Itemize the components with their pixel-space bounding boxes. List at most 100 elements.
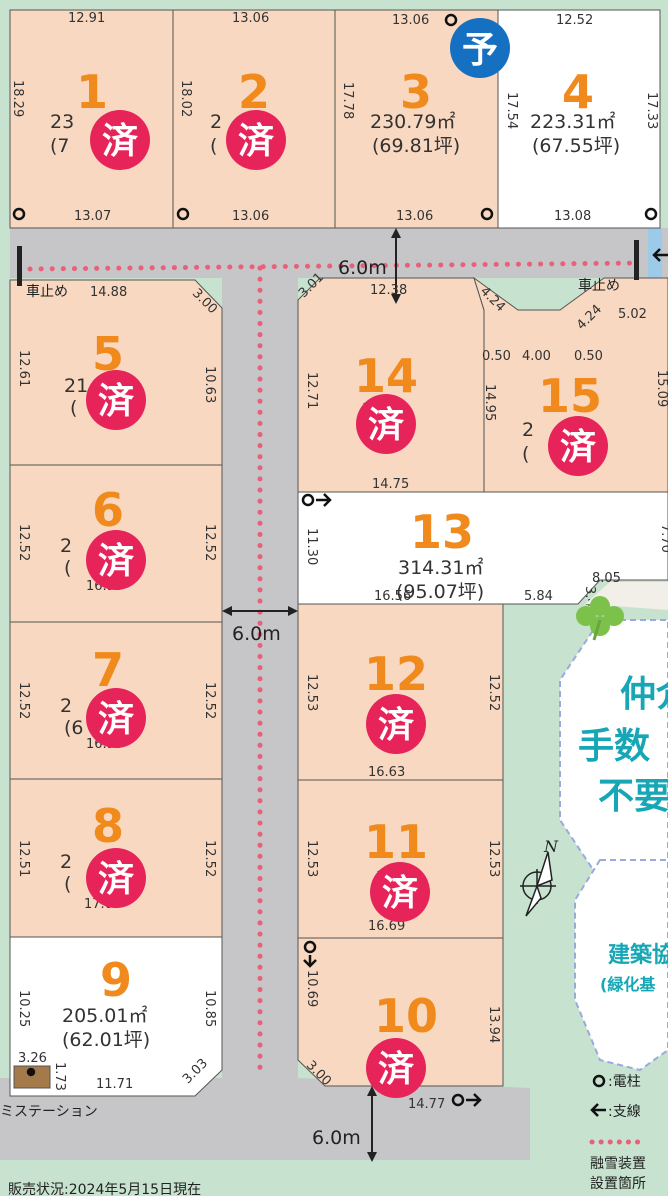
svg-text:5.84: 5.84 <box>524 589 553 604</box>
svg-text:12.52: 12.52 <box>16 682 31 719</box>
legend: :電柱 :支線 融雪装置 設置箇所 <box>589 1074 646 1192</box>
lot-area-3: 230.79㎡ <box>370 110 455 133</box>
sold-badge-text: 済 <box>560 427 596 468</box>
lot-area-8: 2 <box>60 851 72 873</box>
svg-text:12.71: 12.71 <box>304 372 319 409</box>
legend-pole-label: :電柱 <box>608 1074 641 1090</box>
sold-badge-14: 済 <box>356 394 416 454</box>
svg-text:10.25: 10.25 <box>16 990 31 1027</box>
lot-4-shape[interactable] <box>497 9 661 229</box>
legend-snow-melt-1: 融雪装置 <box>590 1156 646 1172</box>
pole-icon <box>12 207 26 221</box>
lot-1-shape[interactable] <box>9 9 174 229</box>
building-line-1: 建築協 <box>608 942 668 968</box>
sold-badge-circle <box>90 110 150 170</box>
lot-area-4: 223.31㎡ <box>530 110 615 133</box>
svg-text:15.09: 15.09 <box>654 370 668 407</box>
sold-badge-circle <box>86 370 146 430</box>
reserved-badge-text: 予 <box>462 30 498 71</box>
support-arrow-icon <box>652 248 668 262</box>
svg-text:18.02: 18.02 <box>178 80 193 117</box>
lots <box>9 9 668 1097</box>
station-label: ミステーション <box>0 1104 98 1120</box>
pole-icon <box>176 207 190 221</box>
road-width-top: 6.0m <box>338 257 387 279</box>
lot-number-6: 6 <box>92 483 124 537</box>
svg-text:13.94: 13.94 <box>486 1006 501 1043</box>
lot-number-11: 11 <box>364 815 428 869</box>
pole-icon <box>480 207 494 221</box>
lot-13-shape[interactable] <box>297 491 668 605</box>
bottom-road <box>0 1078 530 1160</box>
lot-number-15: 15 <box>538 369 602 423</box>
lot-number-9: 9 <box>100 953 132 1007</box>
svg-text:13.06: 13.06 <box>392 13 429 28</box>
svg-text:14.95: 14.95 <box>482 384 497 421</box>
legend-support-label: :支線 <box>608 1104 641 1120</box>
sold-badge-circle <box>226 110 286 170</box>
svg-text:0.50: 0.50 <box>574 349 603 364</box>
sold-badge-text: 済 <box>382 873 418 914</box>
snow-melt-lines <box>27 260 643 1079</box>
sold-badge-text: 済 <box>98 541 134 582</box>
station-box <box>13 1065 51 1089</box>
sold-badge-circle <box>86 688 146 748</box>
support-arrow-icon <box>316 493 332 507</box>
svg-text:10.63: 10.63 <box>202 366 217 403</box>
svg-text:14.88: 14.88 <box>90 285 127 300</box>
svg-text:13.06: 13.06 <box>396 209 433 224</box>
sold-badge-circle <box>370 862 430 922</box>
lot-9-shape[interactable] <box>9 936 223 1097</box>
lot-number-1: 1 <box>76 65 108 119</box>
pole-icon <box>301 493 315 507</box>
svg-text:10.85: 10.85 <box>202 990 217 1027</box>
sold-badge-1: 済 <box>90 110 150 170</box>
lot-area-1: 23 <box>50 111 74 133</box>
building-badge <box>574 859 668 1072</box>
svg-text:12.91: 12.91 <box>68 11 105 26</box>
compass-north: N <box>543 837 559 856</box>
lot-area-9: 205.01㎡ <box>62 1004 147 1027</box>
sold-badge-text: 済 <box>102 121 138 162</box>
lot-area-15: 2 <box>522 419 534 441</box>
svg-text:13.08: 13.08 <box>554 209 591 224</box>
sold-badge-text: 済 <box>98 859 134 900</box>
poles <box>12 13 658 1107</box>
sold-badge-2: 済 <box>226 110 286 170</box>
road-width-bottom: 6.0m <box>312 1127 361 1149</box>
lot-number-4: 4 <box>562 65 594 119</box>
road-labels: 6.0m 6.0m 6.0m <box>222 228 401 1162</box>
svg-text:16.63: 16.63 <box>368 765 405 780</box>
pole-icon <box>592 1074 606 1088</box>
lot-area-7: 2 <box>60 695 72 717</box>
svg-text:18.29: 18.29 <box>10 80 25 117</box>
promo-badge <box>559 619 668 881</box>
svg-text:14.77: 14.77 <box>408 1097 445 1112</box>
sold-badge-text: 済 <box>368 405 404 446</box>
svg-text:17.54: 17.54 <box>504 92 519 129</box>
lot-number-8: 8 <box>92 799 124 853</box>
lot-number-13: 13 <box>410 505 474 559</box>
sold-badge-8: 済 <box>86 848 146 908</box>
svg-text:17.33: 17.33 <box>644 92 659 129</box>
svg-text:0.50: 0.50 <box>482 349 511 364</box>
svg-text:12.61: 12.61 <box>16 350 31 387</box>
clover-icon <box>576 596 624 641</box>
building-line-2: (緑化基 <box>600 975 656 994</box>
svg-text:12.38: 12.38 <box>370 283 407 298</box>
sold-badge-10: 済 <box>366 1038 426 1098</box>
svg-text:3.26: 3.26 <box>18 1051 47 1066</box>
svg-text:12.53: 12.53 <box>486 840 501 877</box>
lot-number-2: 2 <box>238 65 270 119</box>
sold-badge-text: 済 <box>98 381 134 422</box>
sold-badge-text: 済 <box>238 121 274 162</box>
sold-badge-15: 済 <box>548 416 608 476</box>
svg-text:12.52: 12.52 <box>202 524 217 561</box>
svg-text:17.78: 17.78 <box>340 82 355 119</box>
road-width-middle: 6.0m <box>232 623 281 645</box>
sold-badges: 済済済済済済済済済済済 <box>86 110 608 1098</box>
svg-text:12.52: 12.52 <box>202 682 217 719</box>
svg-text:16.69: 16.69 <box>368 919 405 934</box>
lot-15-shape[interactable] <box>473 276 668 493</box>
